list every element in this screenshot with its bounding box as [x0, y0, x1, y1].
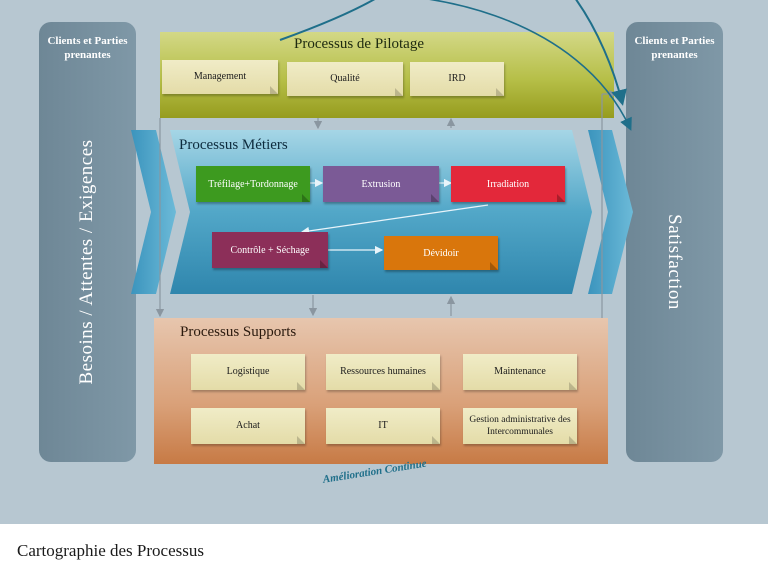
support-item-gestion-administrative: Gestion administrative des Intercommunal… [463, 408, 577, 444]
stakeholders-right-panel: Clients et Parties prenantes Satisfactio… [626, 22, 723, 462]
support-item-maintenance: Maintenance [463, 354, 577, 390]
stakeholders-left-header: Clients et Parties prenantes [47, 35, 128, 61]
figure-caption: Cartographie des Processus [17, 541, 204, 560]
pilotage-title: Processus de Pilotage [294, 36, 424, 52]
pilotage-item-qualite: Qualité [287, 62, 403, 96]
right-chevron [588, 130, 633, 294]
supports-title: Processus Supports [180, 324, 297, 340]
metier-item-irradiation: Irradiation [451, 166, 565, 202]
metiers-title: Processus Métiers [179, 137, 288, 153]
metier-item-devidoir: Dévidoir [384, 236, 498, 270]
pilotage-item-ird: IRD [410, 62, 504, 96]
stakeholders-right-header: Clients et Parties prenantes [634, 35, 715, 61]
support-item-logistique: Logistique [191, 354, 305, 390]
metiers-band [170, 130, 592, 294]
process-map: Clients et Parties prenantes Besoins / A… [0, 0, 768, 524]
support-item-it: IT [326, 408, 440, 444]
pilotage-item-management: Management [162, 60, 278, 94]
support-item-achat: Achat [191, 408, 305, 444]
left-chevron [131, 130, 176, 294]
stakeholders-left-panel: Clients et Parties prenantes Besoins / A… [39, 22, 136, 462]
metier-item-controle-sechage: Contrôle + Séchage [212, 232, 328, 268]
metier-item-extrusion: Extrusion [323, 166, 439, 202]
metier-item-trefilage: Tréfilage+Tordonnage [196, 166, 310, 202]
support-item-ressources-humaines: Ressources humaines [326, 354, 440, 390]
